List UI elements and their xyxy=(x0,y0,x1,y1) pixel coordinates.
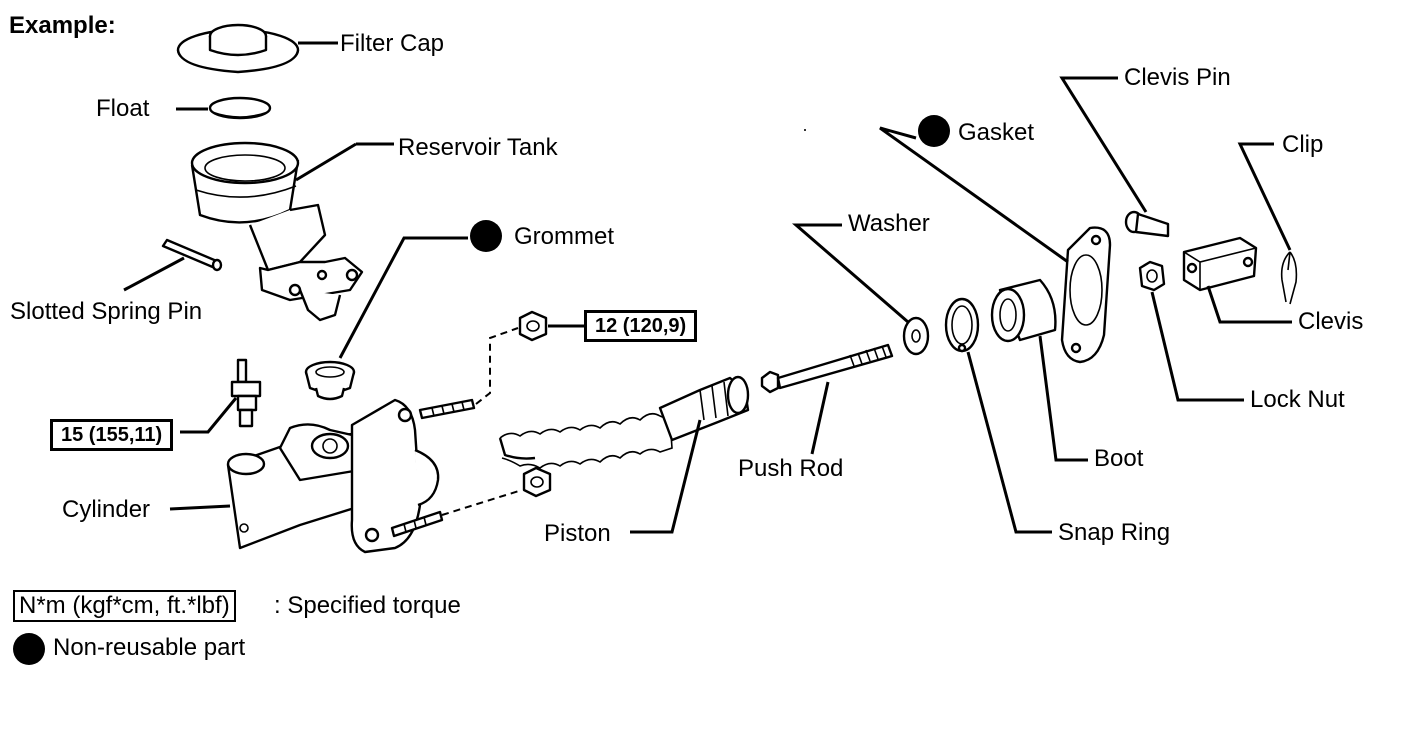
legend-torque-desc: : Specified torque xyxy=(274,592,461,619)
label-washer: Washer xyxy=(848,210,930,237)
legend-nonreusable-icon xyxy=(13,633,45,665)
cylinder-part xyxy=(226,398,440,554)
label-push-rod: Push Rod xyxy=(738,455,844,482)
gasket-part xyxy=(1060,226,1112,364)
label-clevis-pin: Clevis Pin xyxy=(1124,64,1231,91)
clip-part xyxy=(1280,251,1298,305)
clevis-part xyxy=(1182,236,1258,292)
reservoir-tank-part xyxy=(190,141,364,322)
boot-part xyxy=(990,278,1057,343)
label-piston: Piston xyxy=(544,520,611,547)
lock-nut-part xyxy=(1138,260,1166,292)
label-gasket: Gasket xyxy=(958,119,1035,146)
torque-union: 15 (155,11) xyxy=(50,419,174,451)
grommet-part xyxy=(304,360,356,401)
label-reservoir-tank: Reservoir Tank xyxy=(398,134,558,161)
push-rod-part xyxy=(760,343,894,394)
nonreusable-gasket-icon xyxy=(918,115,950,147)
label-grommet: Grommet xyxy=(514,223,615,250)
union-part xyxy=(230,358,262,428)
snap-ring-part xyxy=(944,297,980,353)
stud-lower-part xyxy=(390,510,444,538)
washer-part xyxy=(902,316,930,356)
label-clevis: Clevis xyxy=(1298,308,1364,335)
example-heading: Example: xyxy=(9,12,116,39)
piston-part xyxy=(498,375,750,469)
nonreusable-grommet-icon xyxy=(470,220,502,252)
float-part xyxy=(208,96,272,120)
filter-cap-part xyxy=(176,23,300,74)
label-lock-nut: Lock Nut xyxy=(1250,386,1345,413)
stud-upper-part xyxy=(418,398,476,420)
label-boot: Boot xyxy=(1094,445,1144,472)
label-clip: Clip xyxy=(1282,131,1324,158)
slotted-spring-pin-part xyxy=(161,238,223,272)
nut-upper-part xyxy=(518,310,548,342)
legend-torque-unit: N*m (kgf*cm, ft.*lbf) xyxy=(13,590,236,622)
label-float: Float xyxy=(96,95,150,122)
legend-nonreusable-desc: Non-reusable part xyxy=(53,634,246,661)
label-slotted-spring-pin: Slotted Spring Pin xyxy=(10,298,203,325)
label-cylinder: Cylinder xyxy=(62,496,151,523)
label-filter-cap: Filter Cap xyxy=(340,30,445,57)
torque-nut: 12 (120,9) xyxy=(584,310,698,342)
clevis-pin-part xyxy=(1124,210,1170,238)
label-snap-ring: Snap Ring xyxy=(1058,519,1171,546)
nut-lower-part xyxy=(522,466,552,498)
